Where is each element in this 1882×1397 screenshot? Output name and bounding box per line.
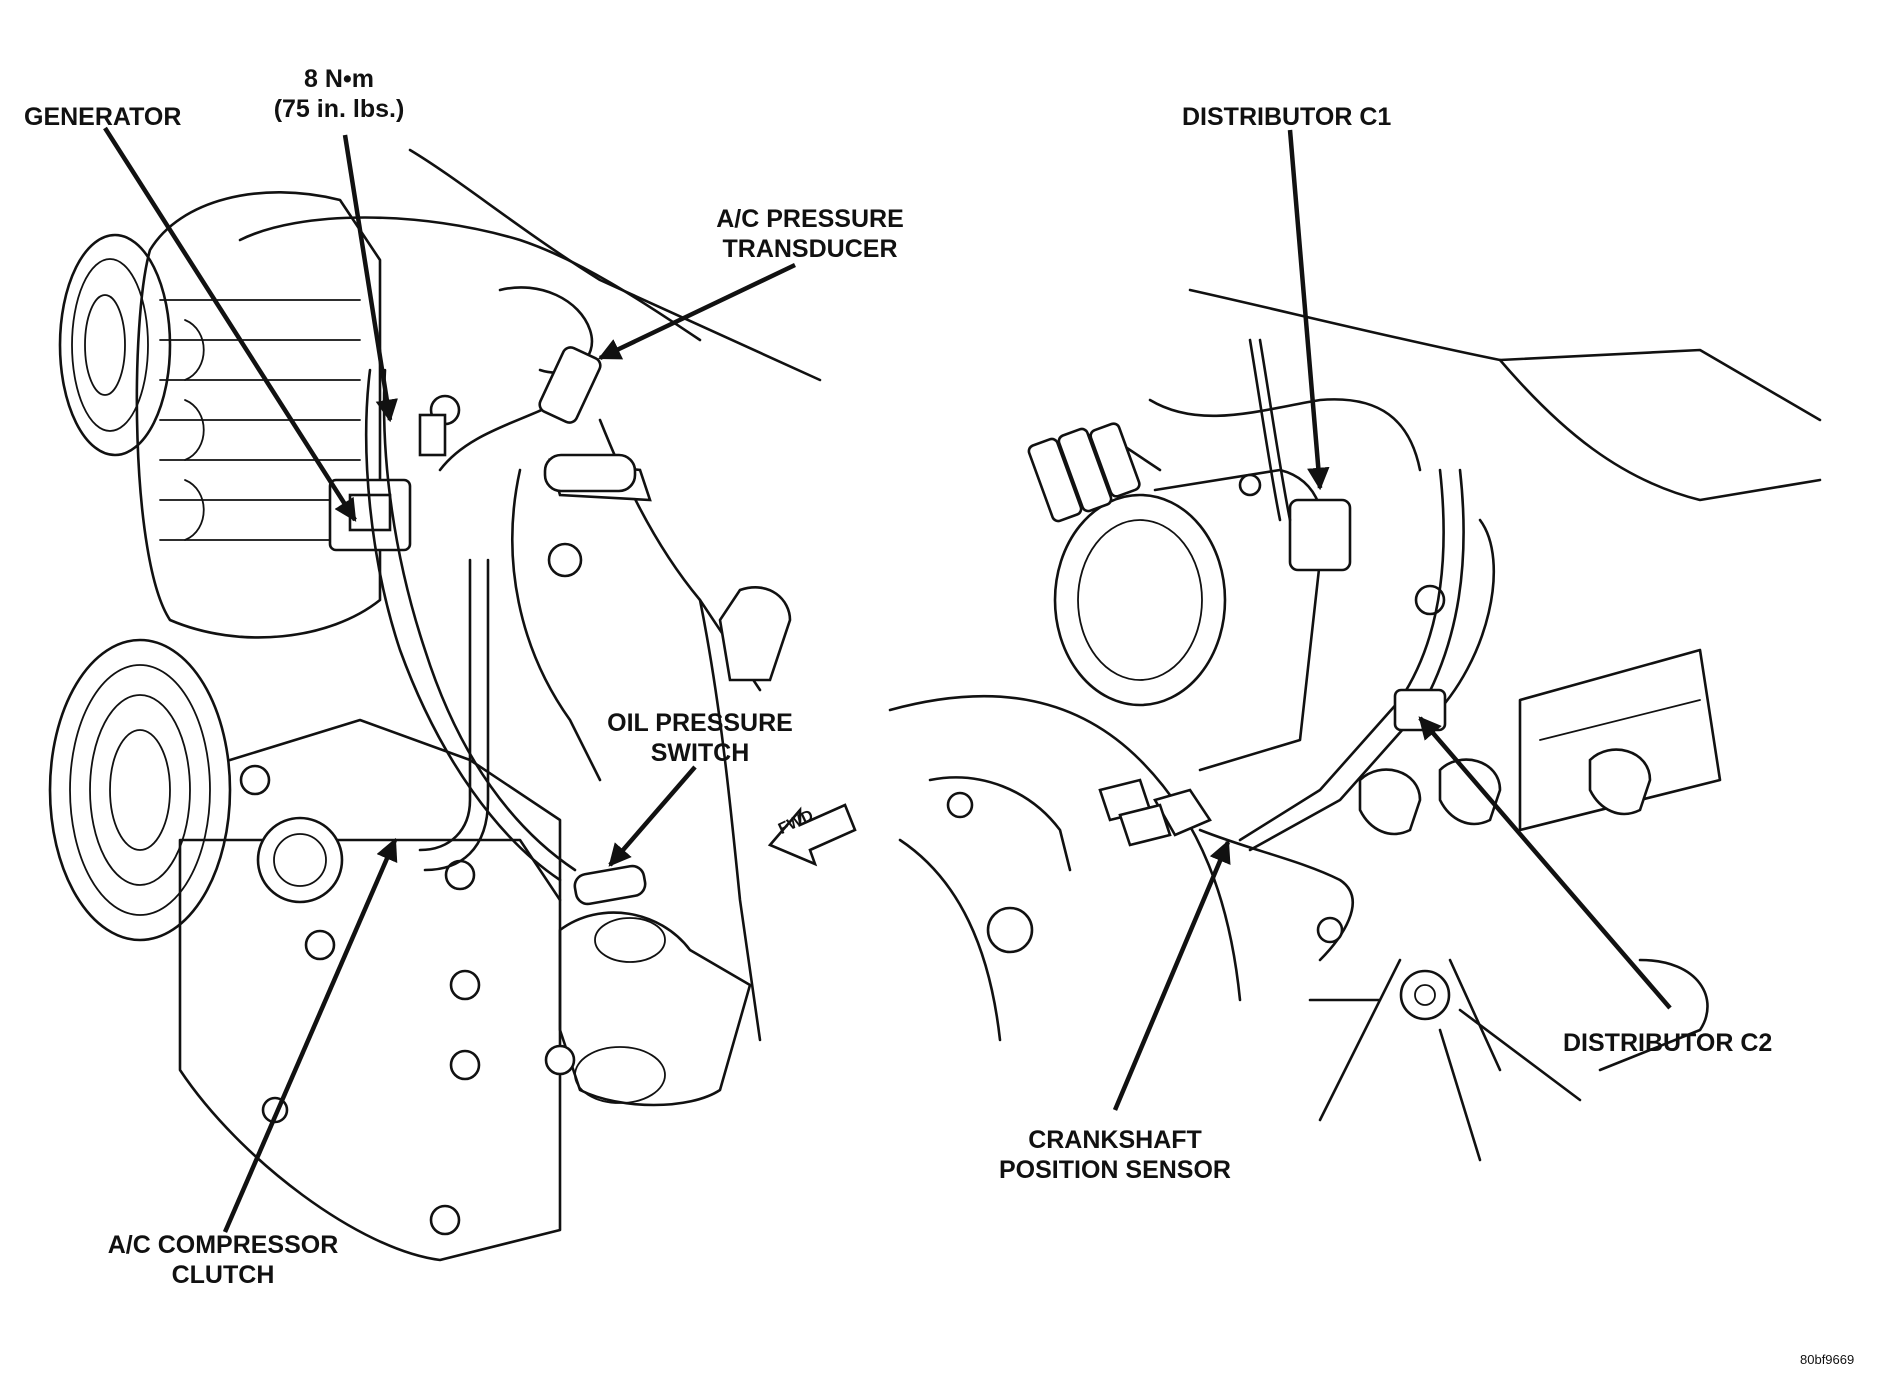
distributor xyxy=(1027,422,1446,772)
leader-distributor-c1 xyxy=(1287,129,1330,491)
leader-oil-pressure-switch xyxy=(608,765,697,867)
ac-pressure-transducer-label: A/C PRESSURE TRANSDUCER xyxy=(716,205,904,263)
ac-compressor-clutch-label: A/C COMPRESSOR CLUTCH xyxy=(107,1231,339,1289)
torque-value: 8 N•m xyxy=(304,65,374,93)
generator-label: GENERATOR xyxy=(24,103,182,131)
engine-block-left xyxy=(238,148,822,1042)
generator-pulley xyxy=(58,233,172,457)
torque-spec-label: 8 N•m (75 in. lbs.) xyxy=(264,64,414,124)
right-engine-view xyxy=(888,288,1822,1162)
flywheel-housing xyxy=(888,694,1242,1042)
generator-body xyxy=(135,191,412,639)
compressor-pulley xyxy=(48,638,232,942)
leader-generator xyxy=(103,126,357,522)
figure-reference-number: 80bf9669 xyxy=(1800,1352,1855,1367)
leader-crankshaft-sensor xyxy=(1112,839,1231,1111)
distributor-c1-label: DISTRIBUTOR C1 xyxy=(1182,103,1392,131)
wiring-harness-left xyxy=(364,286,647,906)
oil-filter-adapter xyxy=(544,911,752,1107)
distributor-c2-label: DISTRIBUTOR C2 xyxy=(1563,1029,1773,1057)
compressor-body xyxy=(178,718,562,1262)
leader-lines xyxy=(103,126,1672,1233)
oil-pressure-switch-label: OIL PRESSURE SWITCH xyxy=(607,709,793,767)
leader-ac-pressure-transducer xyxy=(597,262,796,361)
leader-ac-compressor-clutch xyxy=(222,837,398,1233)
wiring-harness-right xyxy=(1098,338,1496,962)
leader-torque xyxy=(342,134,398,423)
forward-arrow xyxy=(767,803,857,867)
engine-block-right xyxy=(1188,288,1822,1162)
torque-value-imperial: (75 in. lbs.) xyxy=(273,95,405,123)
leader-distributor-c2 xyxy=(1418,716,1672,1010)
crankshaft-position-sensor-label: CRANKSHAFT POSITION SENSOR xyxy=(999,1126,1231,1184)
left-engine-view xyxy=(48,148,822,1262)
